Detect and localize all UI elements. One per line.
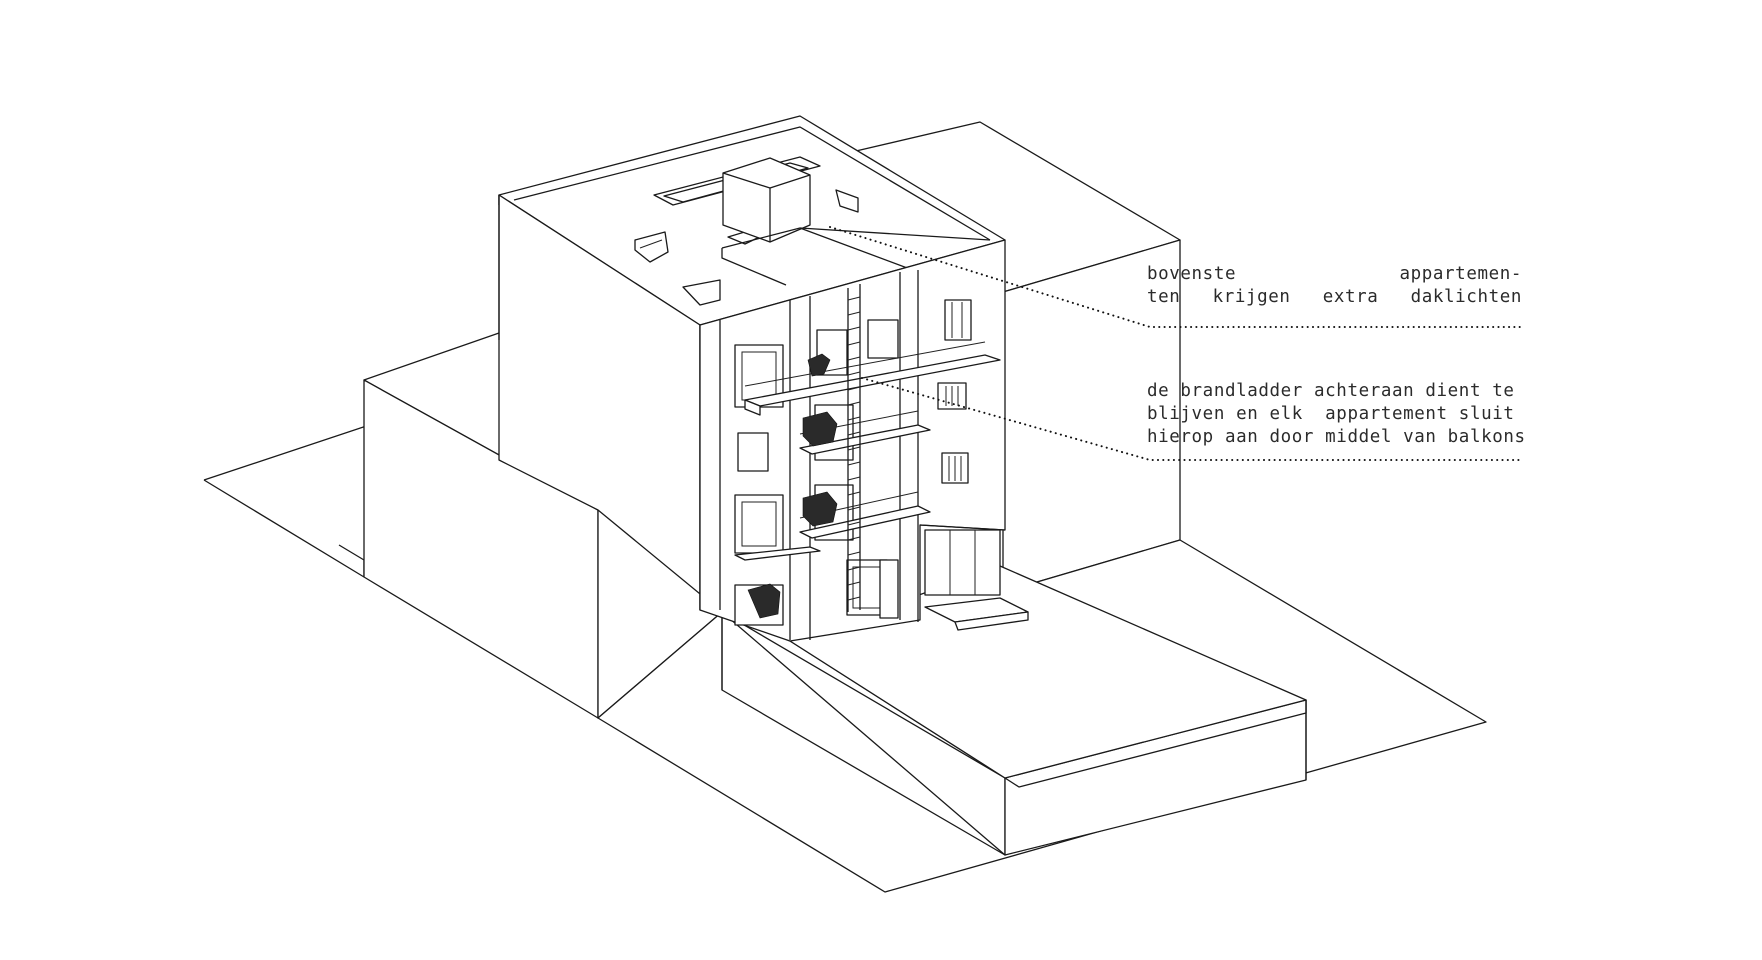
rooftop-stair-box xyxy=(722,157,811,243)
skylight xyxy=(835,189,859,213)
balcony xyxy=(799,505,931,539)
annotation-fire-ladder-line-3: hierop aan door middel van balkons xyxy=(1147,427,1526,447)
glass-door xyxy=(924,529,1001,596)
window xyxy=(867,319,899,359)
window xyxy=(937,382,967,410)
balcony-furniture xyxy=(747,353,838,619)
fire-ladder xyxy=(847,284,861,612)
window xyxy=(941,452,969,484)
garden-wall xyxy=(721,565,1307,856)
annotation-fire-ladder-line-2: blijven en elk appartement sluit xyxy=(1147,404,1515,424)
balcony xyxy=(734,546,821,561)
steps xyxy=(924,597,1029,631)
window xyxy=(944,299,972,341)
annotation-fire-ladder: de brandladder achteraan dient te blijve… xyxy=(1147,380,1527,449)
balcony xyxy=(799,424,931,455)
leader-line-skylights xyxy=(829,226,1523,328)
window xyxy=(737,432,769,472)
leader-line-fire-ladder xyxy=(861,377,1523,461)
skylight xyxy=(634,231,669,263)
main-building-roof xyxy=(498,115,1006,326)
window xyxy=(734,494,784,554)
door xyxy=(879,559,899,619)
annotation-fire-ladder-line-1: de brandladder achteraan dient te xyxy=(1147,381,1515,401)
skylight xyxy=(682,279,721,306)
